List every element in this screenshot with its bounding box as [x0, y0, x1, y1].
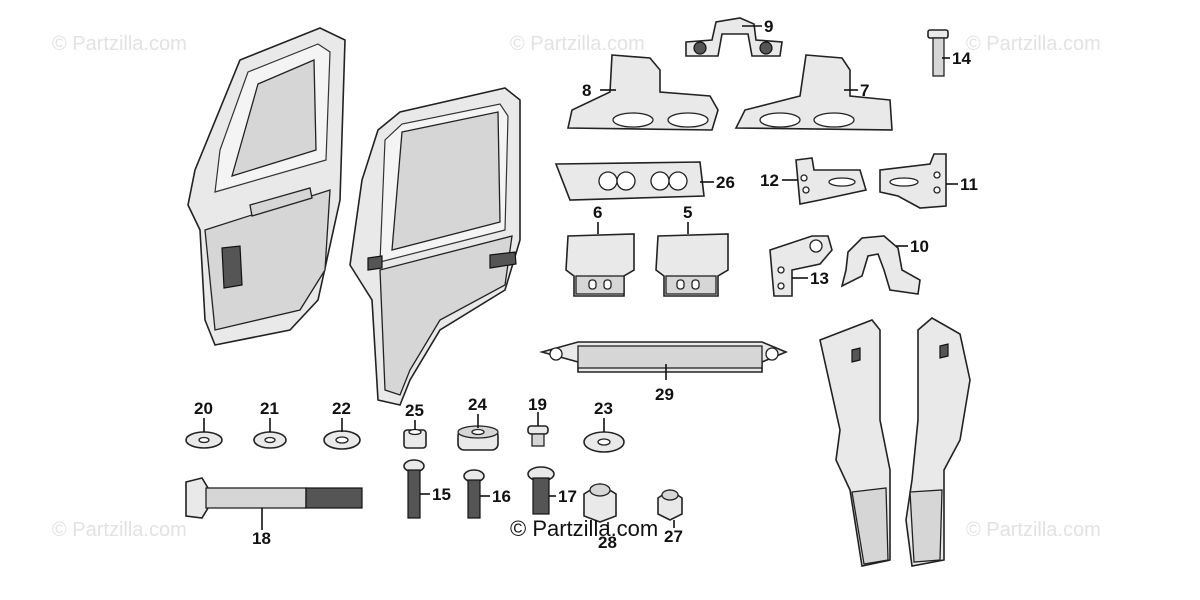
part-5-mount — [655, 233, 729, 297]
part-13-bracket — [769, 235, 833, 297]
door-front-illustration — [349, 87, 521, 406]
part-26-plate — [554, 161, 705, 201]
part-24-spacer — [457, 425, 499, 451]
part-21-washer — [253, 431, 287, 449]
part-19-screw — [527, 425, 549, 447]
callout-19: 19 — [528, 395, 547, 414]
side-panel-right-illustration — [905, 317, 971, 567]
callout-6: 6 — [593, 203, 602, 222]
part-9-clamp — [685, 17, 783, 57]
callout-9: 9 — [764, 17, 773, 36]
part-28-nut — [583, 483, 617, 523]
part-12-bracket — [795, 157, 868, 205]
callout-28: 28 — [598, 533, 617, 552]
part-25-spacer — [403, 428, 427, 449]
callout-26: 26 — [716, 173, 735, 192]
callout-15: 15 — [432, 485, 451, 504]
callout-5: 5 — [683, 203, 692, 222]
copyright-text: © Partzilla.com — [510, 516, 658, 541]
part-8-bracket — [567, 54, 719, 131]
watermark-bottom-right: © Partzilla.com — [966, 519, 1101, 541]
part-16-bolt — [463, 469, 485, 519]
door-rear-illustration — [187, 27, 346, 346]
part-14-bolt — [927, 29, 949, 77]
callout-11: 11 — [960, 175, 978, 194]
part-27-nut — [657, 489, 683, 521]
callout-8: 8 — [582, 81, 591, 100]
part-15-bolt — [403, 459, 425, 519]
watermark-top-center: © Partzilla.com — [510, 33, 645, 55]
callout-22: 22 — [332, 399, 351, 418]
part-23-washer — [583, 431, 625, 453]
callout-21: 21 — [260, 399, 279, 418]
callout-7: 7 — [860, 81, 869, 100]
part-20-washer — [185, 431, 223, 449]
part-22-washer — [323, 430, 361, 450]
leader-lines — [203, 25, 958, 532]
watermark-top-left: © Partzilla.com — [52, 33, 187, 55]
part-11-bracket — [879, 153, 947, 209]
watermark-bottom-left: © Partzilla.com — [52, 519, 187, 541]
callout-23: 23 — [594, 399, 613, 418]
callout-18: 18 — [252, 529, 271, 548]
callout-10: 10 — [910, 237, 929, 256]
callout-14: 14 — [952, 49, 971, 68]
part-17-bolt — [527, 466, 555, 515]
side-panel-left-illustration — [819, 319, 891, 567]
part-6-mount — [565, 233, 635, 297]
part-29-link — [539, 341, 789, 373]
part-7-bracket — [734, 54, 893, 131]
callout-13: 13 — [810, 269, 829, 288]
watermark-top-right: © Partzilla.com — [966, 33, 1101, 55]
callout-24: 24 — [468, 395, 487, 414]
callout-16: 16 — [492, 487, 511, 506]
callout-20: 20 — [194, 399, 213, 418]
callout-17: 17 — [558, 487, 577, 506]
part-18-bolt — [185, 477, 363, 519]
callout-27: 27 — [664, 527, 683, 546]
part-10-clamp — [840, 235, 921, 295]
callout-29: 29 — [655, 385, 674, 404]
callout-12: 12 — [760, 171, 779, 190]
callout-25: 25 — [405, 401, 424, 420]
